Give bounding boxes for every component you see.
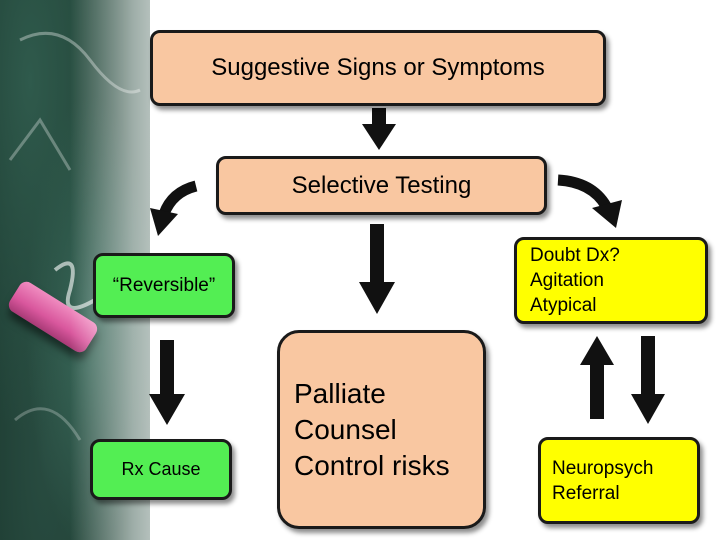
reversible-box: “Reversible”	[93, 253, 235, 318]
suggestive-signs-box: Suggestive Signs or Symptoms	[150, 30, 606, 106]
neuropsych-line: Neuropsych	[552, 457, 654, 479]
arrow-curved-right	[557, 174, 622, 228]
doubt-dx-box: Doubt Dx? Agitation Atypical	[514, 237, 708, 324]
arrow-down-top-to-testing	[362, 108, 396, 150]
rx-cause-box: Rx Cause	[90, 439, 232, 500]
arrow-down-testing-to-palliate	[359, 224, 395, 314]
atypical-line: Atypical	[530, 295, 597, 316]
palliate-box: Palliate Counsel Control risks	[277, 330, 486, 529]
reversible-label: “Reversible”	[112, 274, 216, 296]
arrow-up-neuro-to-doubt	[580, 336, 614, 419]
arrow-down-doubt-to-neuro	[631, 336, 665, 424]
palliate-line: Palliate	[294, 377, 386, 409]
counsel-line: Counsel	[294, 413, 397, 445]
selective-testing-label: Selective Testing	[291, 171, 472, 199]
referral-line: Referral	[552, 482, 620, 504]
neuropsych-referral-box: Neuropsych Referral	[538, 437, 700, 524]
control-risks-line: Control risks	[294, 449, 450, 481]
rx-cause-label: Rx Cause	[121, 459, 201, 479]
selective-testing-box: Selective Testing	[216, 156, 547, 215]
agitation-line: Agitation	[530, 270, 604, 291]
suggestive-signs-label: Suggestive Signs or Symptoms	[211, 54, 545, 81]
doubt-dx-line: Doubt Dx?	[530, 245, 620, 266]
